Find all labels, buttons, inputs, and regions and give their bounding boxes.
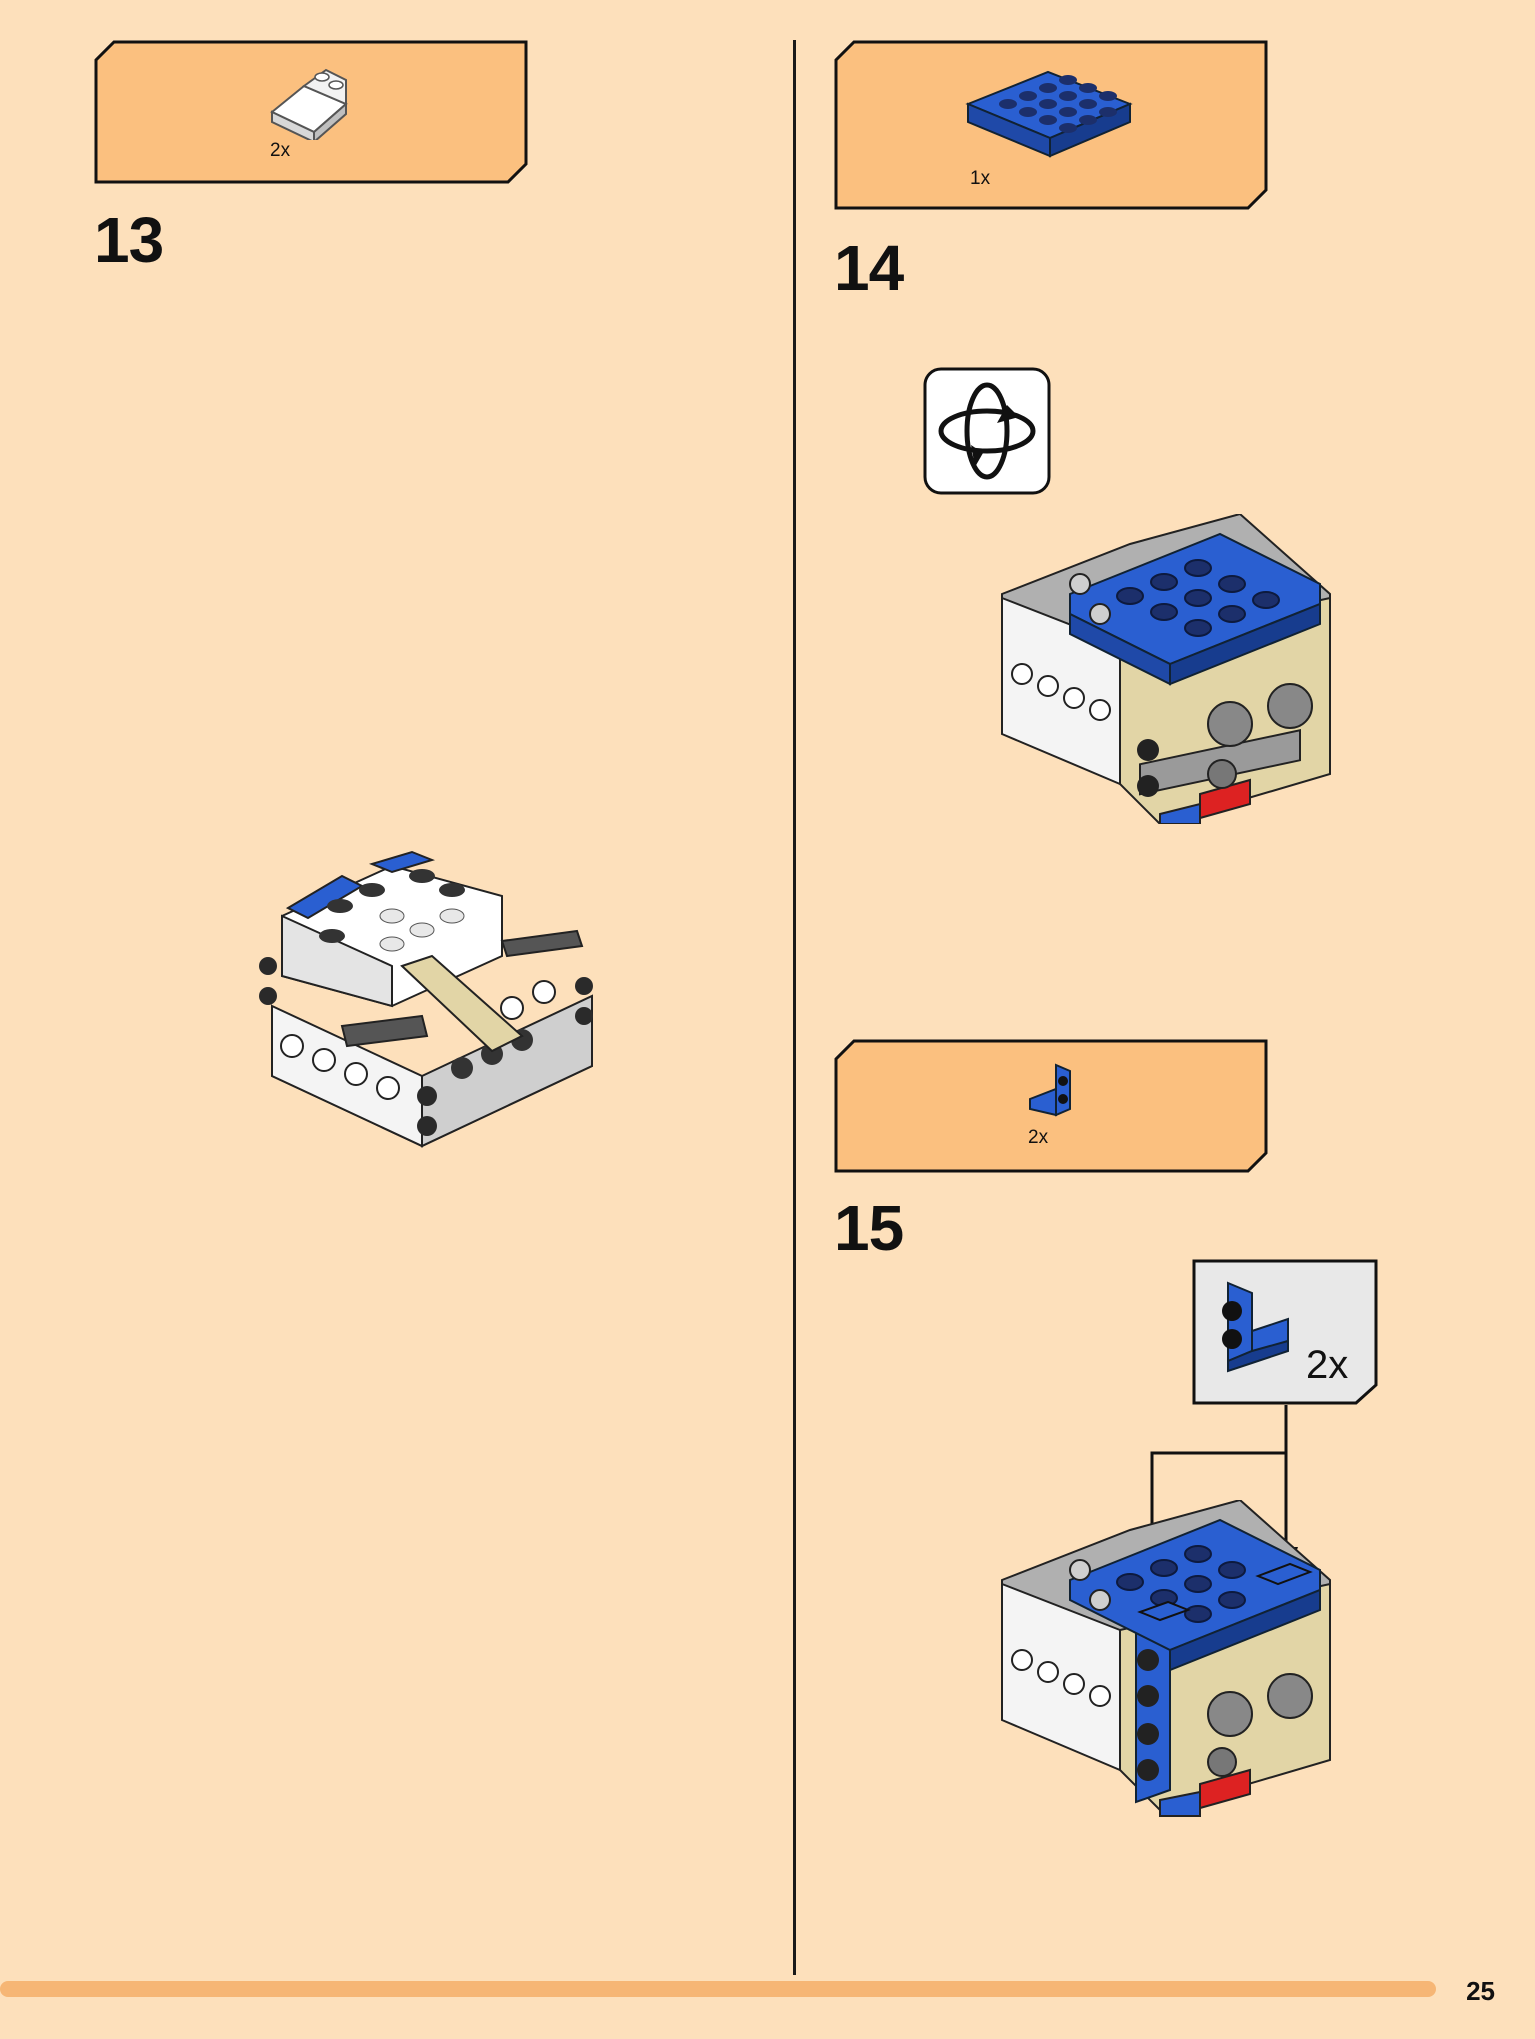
step-14-model xyxy=(1000,512,1334,826)
step-15-parts-callout: 2x xyxy=(834,1039,1268,1173)
page-number: 25 xyxy=(1466,1976,1495,2006)
step-number: 14 xyxy=(834,232,904,304)
step-13-parts-callout: 2x xyxy=(94,40,528,184)
step-15-model xyxy=(1000,1498,1334,1818)
part-quantity: 1x xyxy=(970,168,991,189)
step-13-model xyxy=(252,846,602,1166)
step-14-parts-callout: 1x xyxy=(834,40,1268,210)
step-number: 13 xyxy=(94,204,164,276)
part-quantity: 2x xyxy=(1028,1127,1049,1148)
part-quantity: 2x xyxy=(270,140,291,161)
subassembly-callout: 2x xyxy=(1192,1259,1378,1405)
blue-bracket-icon xyxy=(1212,1279,1292,1380)
subassembly-quantity: 2x xyxy=(1306,1343,1349,1387)
column-divider xyxy=(793,40,796,1975)
rotate-model-icon xyxy=(923,367,1051,495)
step-number: 15 xyxy=(834,1192,904,1264)
footer-progress-bar xyxy=(0,1981,1436,1997)
